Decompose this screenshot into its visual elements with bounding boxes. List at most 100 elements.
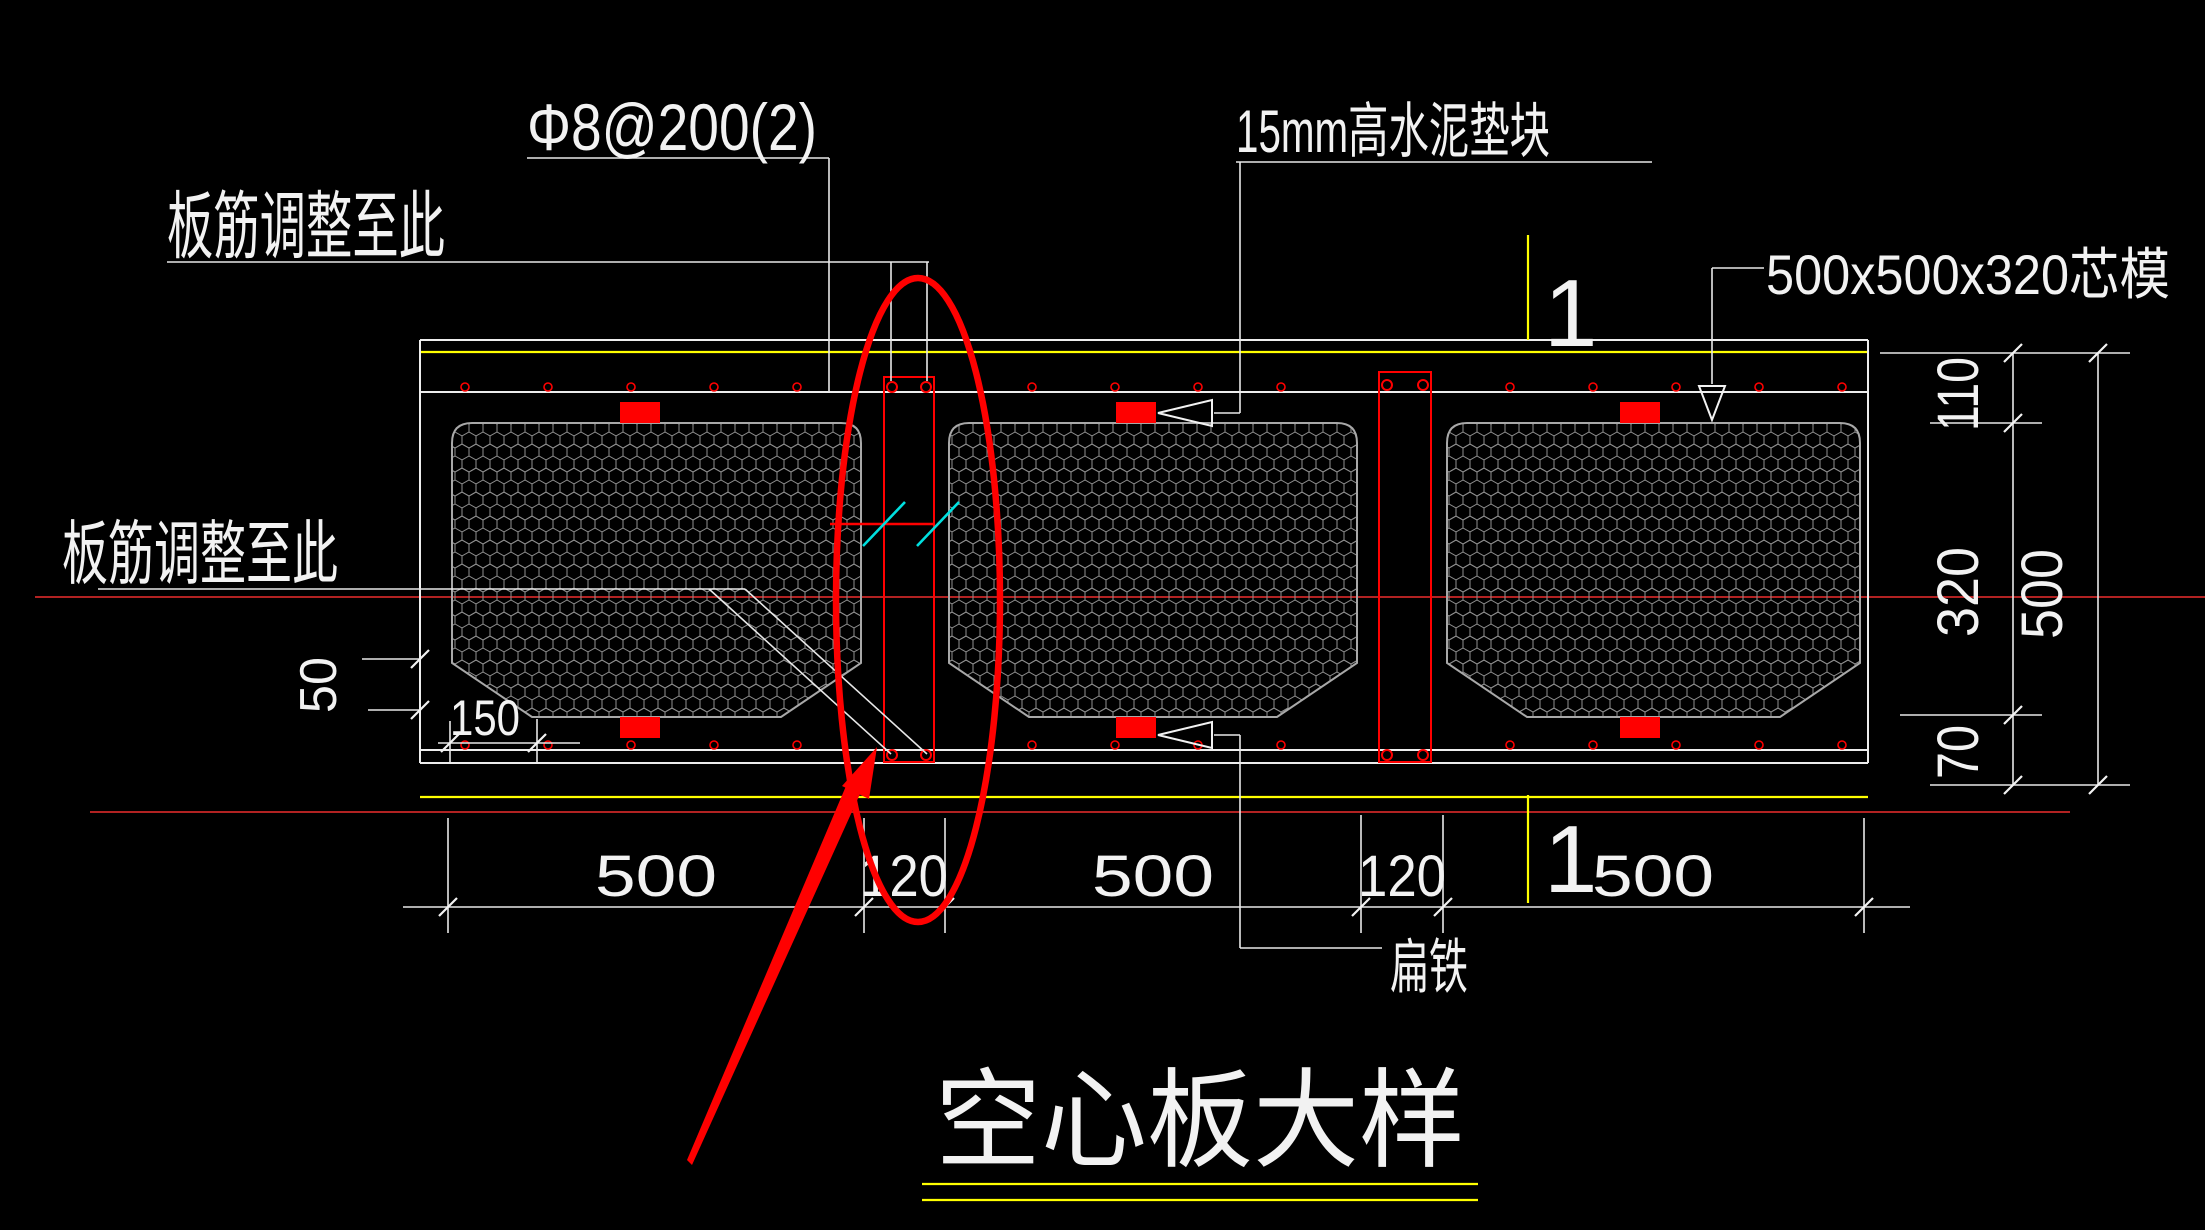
dim-right-110: 110 (1926, 357, 1991, 431)
bottom-dimension-chain: 500 120 500 120 500 (403, 815, 1910, 933)
rebar-dots (460, 382, 1847, 750)
rebar-dot (1110, 740, 1120, 750)
core-molds (451, 422, 1861, 718)
rebar-dot (1671, 740, 1681, 750)
rebar-dot (709, 740, 719, 750)
rebar-dot (1027, 740, 1037, 750)
dim-tick (1351, 897, 1371, 917)
dim-right-500: 500 (2010, 549, 2075, 639)
dim-left-150: 150 (450, 690, 520, 746)
dim-tick (2088, 775, 2108, 795)
rebar-dot (1276, 382, 1286, 392)
dim-bottom-3: 500 (1092, 844, 1214, 909)
label-core-mold: 500x500x320芯模 (1766, 243, 2170, 306)
pad-block1-top (620, 402, 660, 423)
page-title: 空心板大样 (935, 1060, 1465, 1181)
rebar-dot (626, 382, 636, 392)
rebar-dot (1505, 382, 1515, 392)
dim-tick (438, 897, 458, 917)
pad-block1-bottom (620, 717, 660, 738)
dim-tick (854, 897, 874, 917)
rebar-section-circle (1417, 379, 1429, 391)
right-dimension-chain: 110 320 70 500 (1880, 352, 2130, 786)
dim-tick (2003, 705, 2023, 725)
break-mark-icon (916, 501, 960, 547)
rebar-dot (1110, 382, 1120, 392)
rebar-dot (1671, 382, 1681, 392)
pad-block3-top (1620, 402, 1660, 423)
rebar-section-circle (886, 749, 898, 761)
title-block: 空心板大样 (922, 1060, 1478, 1202)
rebar-section-circle (920, 749, 932, 761)
dim-tick (2003, 413, 2023, 433)
highlight-ellipse (832, 274, 1004, 926)
dim-tick (527, 733, 547, 753)
rebar-dot (1027, 382, 1037, 392)
dim-right-320: 320 (1926, 547, 1991, 637)
rebar-dot (543, 382, 553, 392)
bent-rebar-line-1 (708, 588, 892, 755)
flat-iron-gap2 (1378, 371, 1432, 763)
rebar-section-circle (1417, 749, 1429, 761)
rebar-section-circle (920, 381, 932, 393)
dim-tick (2003, 343, 2023, 363)
leader-arrow-down-icon (1697, 385, 1727, 423)
dim-bottom-5: 500 (1592, 844, 1714, 909)
label-rebar-spec: Φ8@200(2) (527, 90, 817, 164)
pad-block2-top (1116, 402, 1156, 423)
rebar-dot (1837, 740, 1847, 750)
rebar-dot (1588, 382, 1598, 392)
dim-tick (410, 700, 430, 720)
slab-outline (419, 339, 1869, 799)
dim-tick (410, 649, 430, 669)
rebar-dot (1193, 382, 1203, 392)
red-annotations (687, 274, 1004, 1165)
dimension-ticks (410, 343, 2108, 917)
section-mark-top: 1 (1544, 260, 1597, 367)
dim-tick (2003, 775, 2023, 795)
dim-tick (1854, 897, 1874, 917)
break-mark-icon (862, 501, 906, 547)
rebar-section-circle (886, 381, 898, 393)
dim-bottom-4: 120 (1358, 844, 1446, 909)
cement-pads (620, 402, 1660, 738)
label-rebar-adjust-top: 板筋调整至此 (167, 185, 445, 268)
flat-iron-gap1 (883, 376, 935, 763)
rebar-dot (1588, 740, 1598, 750)
dim-right-70: 70 (1926, 725, 1991, 779)
rebar-dot (792, 382, 802, 392)
rebar-dot (543, 740, 553, 750)
section-mark-bottom: 1 (1544, 806, 1597, 913)
dim-left-50: 50 (290, 657, 348, 713)
label-rebar-adjust-left: 板筋调整至此 (62, 515, 338, 593)
label-flat-iron: 扁铁 (1390, 934, 1468, 1001)
break-marks (862, 501, 960, 547)
section-marks: 1 1 (1526, 235, 1597, 913)
rebar-section-circle (1381, 749, 1393, 761)
rebar-section-circle (1381, 379, 1393, 391)
rebar-dot (1837, 382, 1847, 392)
rebar-dot (1276, 740, 1286, 750)
dim-tick (440, 733, 460, 753)
label-cement-pad: 15mm高水泥垫块 (1236, 98, 1550, 165)
dim-bottom-1: 500 (595, 844, 717, 909)
rebar-dot (709, 382, 719, 392)
pad-block2-bottom (1116, 717, 1156, 738)
rebar-dot (792, 740, 802, 750)
rebar-dot (1754, 382, 1764, 392)
leader-arrow-left-icon (1157, 720, 1213, 750)
left-dimensions: 150 50 (290, 657, 580, 762)
rebar-dot (460, 740, 470, 750)
annotation-arrow-shaft (687, 786, 860, 1165)
rebar-dot (1754, 740, 1764, 750)
rebar-dot (626, 740, 636, 750)
rebar-dot (460, 382, 470, 392)
core-mold-2 (948, 422, 1358, 718)
rebar-dot (1505, 740, 1515, 750)
flat-iron-straps (830, 371, 1432, 763)
text-labels: 板筋调整至此 板筋调整至此 Φ8@200(2) 15mm高水泥垫块 500x50… (62, 90, 2170, 1001)
annotation-arrow-icon (842, 747, 877, 799)
dim-tick (1433, 897, 1453, 917)
